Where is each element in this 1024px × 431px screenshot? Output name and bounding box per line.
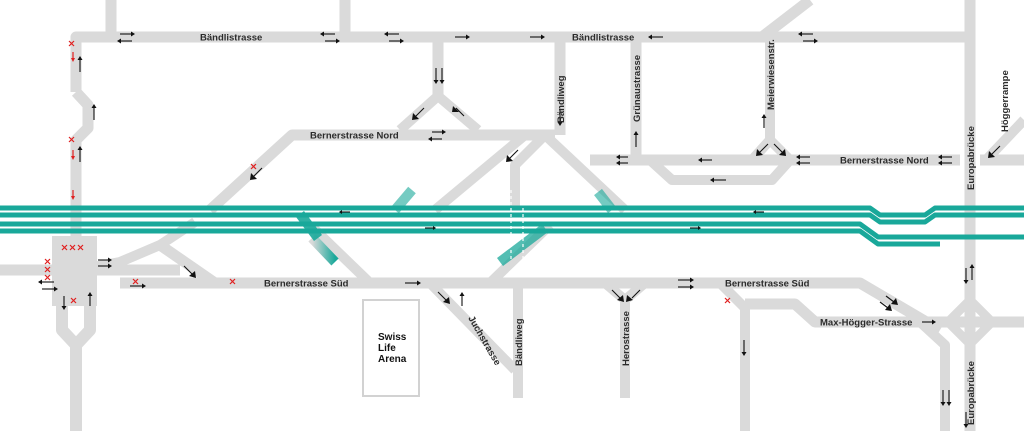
arena-label-line1: Swiss — [378, 332, 407, 343]
label-baendlistrasse-east: Bändlistrasse — [572, 33, 634, 44]
closure-x-icon — [77, 244, 84, 251]
red-arrow-icon — [71, 52, 75, 62]
red-arrow-icon — [71, 190, 75, 200]
arrow-baendli-4 — [455, 34, 470, 40]
arrow-pair-bsued-2 — [678, 277, 694, 290]
arrow-wj-1 — [98, 257, 112, 269]
closure-x-icon — [70, 297, 77, 304]
label-herostrasse: Herostrasse — [621, 311, 632, 366]
arrow-baendli-6 — [648, 34, 663, 40]
closure-markers — [44, 40, 731, 304]
arrow-pair-baendli-1 — [117, 31, 135, 44]
closure-x-icon — [44, 274, 51, 281]
arrow-europa-1 — [963, 264, 975, 284]
arrow-west-1 — [77, 56, 83, 72]
closure-x-icon — [68, 136, 75, 143]
direction-arrows — [38, 31, 1001, 428]
arrow-hw-1 — [339, 210, 350, 214]
arrow-maxhoegger — [922, 319, 936, 325]
arrow-europa-2 — [940, 390, 952, 406]
arrow-baendli-5 — [530, 34, 545, 40]
arrow-bnord-3 — [710, 177, 726, 183]
swiss-life-arena: Swiss Life Arena — [362, 299, 420, 397]
arrow-wedge-down — [433, 68, 445, 84]
label-bernerstrasse-sued-east: Bernerstrasse Süd — [725, 279, 810, 290]
arrow-pair-baendli-7 — [798, 31, 818, 44]
label-bernerstrasse-sued-west: Bernerstrasse Süd — [264, 279, 349, 290]
label-europabruecke-south: Europabrücke — [966, 361, 977, 425]
closure-x-icon — [68, 40, 75, 47]
label-max-hoegger-strasse: Max-Högger-Strasse — [820, 318, 912, 329]
arrow-bnord-ramp — [250, 167, 263, 180]
arrow-bsued-juch — [437, 291, 450, 304]
arrow-bsued-juch2 — [459, 292, 465, 306]
label-europabruecke-north: Europabrücke — [966, 126, 977, 190]
arrow-wj-3 — [61, 292, 93, 310]
arrow-wj-4 — [130, 283, 146, 289]
arrow-west-2 — [91, 104, 97, 120]
arrow-pair-baendli-2 — [320, 31, 340, 44]
closure-x-icon — [44, 266, 51, 273]
closure-x-icon — [250, 163, 257, 170]
red-arrow-icon — [71, 150, 75, 160]
arrow-wedge-right — [452, 106, 465, 117]
arrow-pair-bnord-4 — [796, 154, 810, 166]
arrow-hw-3 — [690, 226, 701, 230]
label-baendlistrasse-west: Bändlistrasse — [200, 33, 262, 44]
closure-x-icon — [132, 278, 139, 285]
label-baendliweg-south: Bändliweg — [514, 318, 525, 366]
arrow-west-3 — [77, 146, 83, 162]
highway — [0, 186, 1024, 266]
closure-x-icon — [724, 297, 731, 304]
closure-x-icon — [61, 244, 68, 251]
arrow-hw-4 — [753, 210, 764, 214]
arrow-baendliweg-n — [557, 110, 563, 126]
arrow-pair-bnord-w — [428, 129, 446, 142]
label-baendliweg-north: Bändliweg — [556, 75, 567, 123]
arrow-pair-baendli-3 — [384, 31, 404, 44]
closure-x-icon — [44, 258, 51, 265]
label-bernerstrasse-nord-west: Bernerstrasse Nord — [310, 131, 399, 142]
arena-label-line2: Life — [378, 343, 396, 354]
closure-x-icon — [229, 278, 236, 285]
arrow-pair-bnord-1 — [616, 154, 628, 166]
arrow-europa-3 — [963, 412, 969, 428]
arrow-se-branch — [741, 340, 747, 356]
arrow-gruenau — [633, 131, 639, 147]
label-bernerstrasse-nord-east: Bernerstrasse Nord — [840, 156, 929, 167]
arrow-wj-5 — [183, 265, 196, 278]
arrow-meier-2 — [756, 143, 786, 156]
arrow-bnord-diag — [506, 149, 519, 162]
arena-label-line3: Arena — [378, 354, 407, 365]
arrow-hw-2 — [425, 226, 436, 230]
arrow-bsued-hero — [611, 289, 641, 302]
closure-x-icon — [69, 244, 76, 251]
arrow-wj-2 — [38, 279, 58, 292]
arrow-meier-1 — [761, 114, 767, 128]
label-gruenaustrasse: Grünaustrasse — [632, 55, 643, 122]
arrow-wedge-left — [412, 107, 425, 120]
arrow-pair-bnord-5 — [938, 154, 952, 166]
arrow-hoegger — [988, 145, 1001, 158]
arrow-bsued-1 — [405, 280, 421, 286]
arrow-bsued-3 — [879, 295, 898, 311]
label-hoeggerrampe: Höggerrampe — [1000, 70, 1011, 132]
label-meierwiesenstr: Meierwiesenstr. — [766, 39, 777, 110]
arrow-bnord-2 — [698, 157, 712, 163]
label-juchstrasse: Juchstrasse — [465, 314, 502, 368]
